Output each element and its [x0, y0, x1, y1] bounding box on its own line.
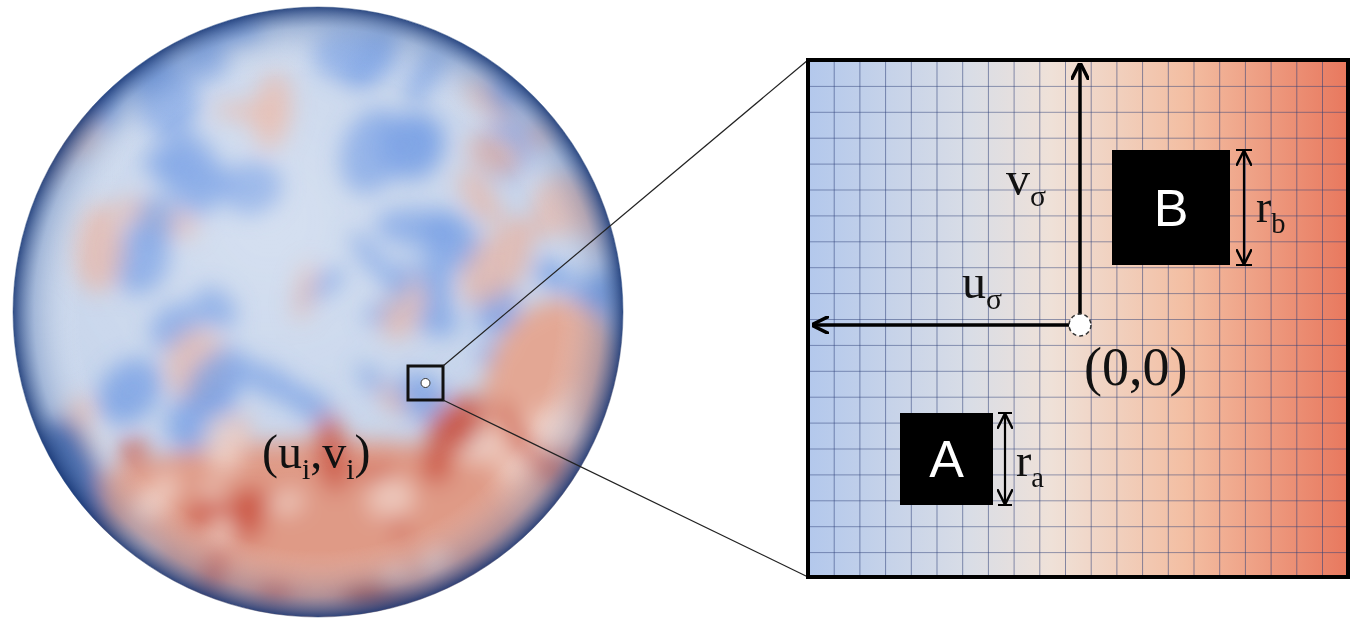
- origin-label: (0,0): [1084, 340, 1187, 394]
- region-letter: B: [1154, 182, 1189, 234]
- dimension-label: rb: [1256, 184, 1286, 230]
- dimension-tick: [998, 412, 1012, 414]
- zoom-line: [443, 60, 808, 366]
- dimension-label: ra: [1016, 438, 1044, 484]
- v-axis: [1078, 66, 1082, 325]
- axis-label: uσ: [962, 258, 1002, 306]
- grid: [808, 60, 1348, 577]
- zoom-panel: [808, 60, 1348, 577]
- region-letter: A: [929, 433, 964, 485]
- panel-border: [808, 60, 1348, 577]
- region-box: A: [900, 413, 993, 505]
- point-coordinates: (ui,vi): [262, 428, 371, 476]
- dimension-arrow: [1004, 415, 1006, 503]
- dimension-tick: [1236, 149, 1252, 151]
- origin-point: [1069, 314, 1091, 336]
- region-box: B: [1112, 150, 1230, 265]
- sphere: [0, 0, 660, 622]
- axis-label: vσ: [1006, 155, 1046, 203]
- dimension-tick: [998, 504, 1012, 506]
- zoom-line: [443, 400, 808, 577]
- dimension-tick: [1236, 264, 1252, 266]
- sample-point: [421, 379, 430, 388]
- dimension-arrow: [1243, 152, 1245, 263]
- u-axis: [815, 323, 1080, 327]
- zoom-marker: [408, 366, 443, 400]
